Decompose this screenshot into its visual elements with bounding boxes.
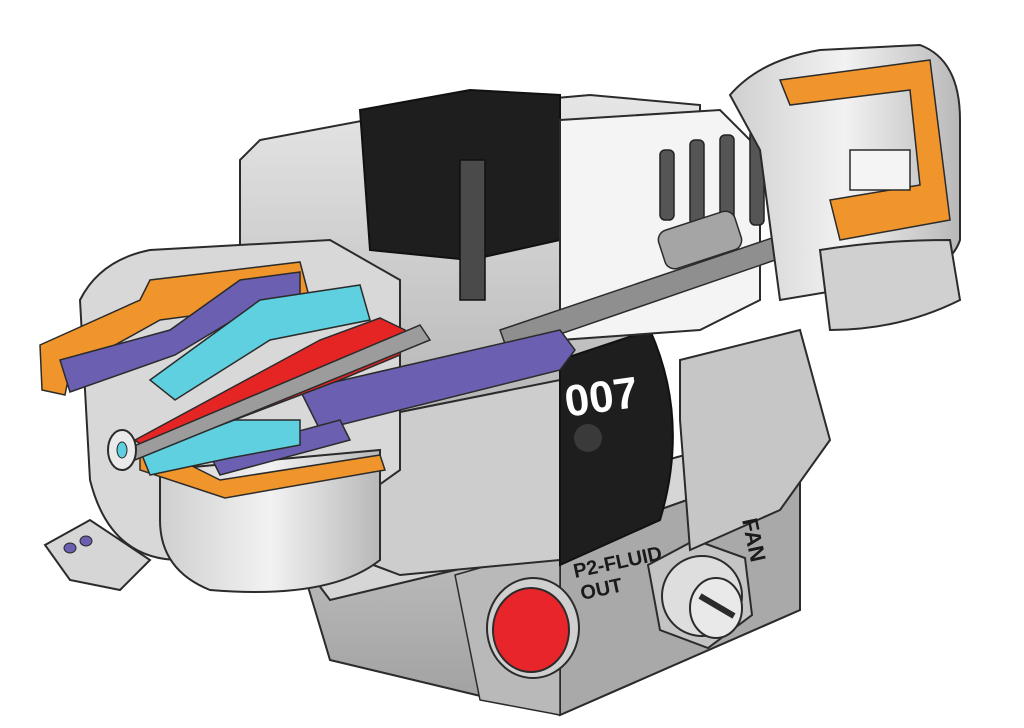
mounting-lug [43,518,152,592]
rear-end-cap [728,43,962,332]
fan-adjust-screw[interactable] [646,538,754,650]
top-cap [358,88,561,301]
fluid-out-port[interactable] [486,577,580,679]
fan-adjust-screw-icon [698,593,736,619]
front-logo-panel: 007 [559,328,674,567]
nozzle-assembly [39,238,576,593]
logo-text: 007 [562,368,642,427]
fluid-port-icon [492,587,570,673]
